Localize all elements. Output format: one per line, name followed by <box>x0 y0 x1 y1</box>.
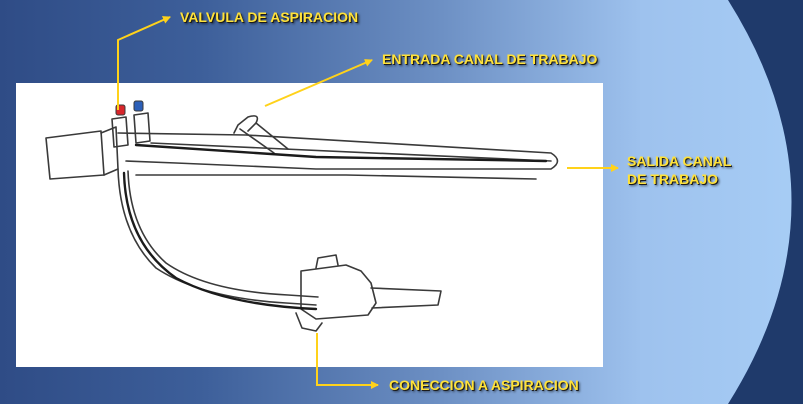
valve-block <box>111 116 129 148</box>
main-shaft <box>117 132 559 170</box>
eyepiece <box>45 130 105 180</box>
diagram-panel <box>16 83 603 367</box>
label-channel-entry: ENTRADA CANAL DE TRABAJO <box>382 51 598 67</box>
valve-red-cap <box>115 104 126 116</box>
endoscope-drawing <box>45 100 559 332</box>
valve-blue-cap <box>133 100 144 112</box>
channel-entry-port <box>233 115 259 134</box>
label-suction-valve: VALVULA DE ASPIRACION <box>180 9 359 25</box>
suction-connector <box>300 264 377 320</box>
label-suction-connection: CONECCION A ASPIRACION <box>389 377 579 393</box>
suction-tube <box>117 168 317 306</box>
label-channel-exit-1: SALIDA CANAL <box>627 153 732 169</box>
label-channel-exit-2: DE TRABAJO <box>627 171 719 187</box>
working-channel-line <box>134 143 548 163</box>
